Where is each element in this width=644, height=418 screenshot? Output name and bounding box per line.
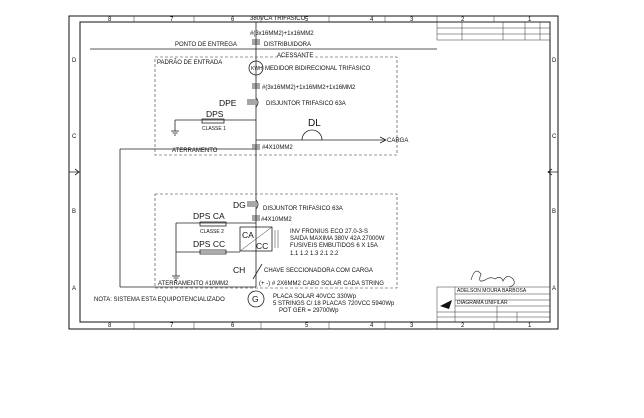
- outer-frame: [68, 15, 559, 330]
- col-top-2: 2: [461, 17, 465, 23]
- generation-box: [154, 193, 398, 289]
- dl-label: DL: [308, 118, 321, 129]
- row-left-C: C: [72, 134, 77, 140]
- delivery-point-label: PONTO DE ENTREGA: [175, 42, 237, 48]
- dpe-breaker-label: DISJUNTOR TRIFASICO 63A: [266, 101, 346, 107]
- gen-symbol: G: [252, 294, 259, 304]
- panels-line-3: POT GER = 29700Wp: [279, 308, 339, 314]
- col-bottom-2: 2: [461, 323, 465, 329]
- supply-label: 380VCA TRIFASICO: [250, 16, 306, 22]
- class-1-label: CLASSE 1: [202, 126, 226, 132]
- col-bottom-3: 3: [410, 323, 414, 329]
- grounding-10-label: ATERRAMENTO #10MM2: [158, 281, 229, 287]
- inverter-ca-label: CA: [242, 230, 254, 240]
- inverter-fuse-icon: [274, 230, 279, 248]
- dpe-breaker-icon: [247, 97, 259, 108]
- dps-cc-label: DPS CC: [193, 239, 225, 249]
- dps-cc-ground-icon: [172, 275, 180, 281]
- col-top-3: 3: [410, 17, 414, 23]
- supply-cable-mark-icon: [252, 39, 260, 45]
- solar-generator-icon: [247, 290, 265, 308]
- inverter-line-4: 1.1 1.2 1.3 2.1 2.2: [290, 251, 339, 257]
- dg-cable-mark-icon: [252, 215, 260, 221]
- distributor-label: DISTRIBUIDORA: [264, 42, 311, 48]
- meter-cable-mark-icon: [252, 83, 260, 89]
- title-block: [436, 286, 551, 323]
- entry-standard-label: PADRÃO DE ENTRADA: [157, 59, 222, 66]
- inverter-box: [239, 226, 273, 252]
- ch-switch-icon: [252, 263, 263, 280]
- row-right-B: B: [552, 209, 556, 215]
- row-left-B: B: [72, 209, 76, 215]
- dg-breaker-label: DISJUNTOR TRIFASICO 63A: [263, 206, 343, 212]
- col-top-8: 8: [108, 17, 112, 23]
- inverter-line-2: SAIDA MAXIMA 380V 42A 27000W: [290, 236, 385, 242]
- col-bottom-5: 5: [305, 323, 309, 329]
- row-left-D: D: [72, 58, 77, 64]
- note-label: NOTA: SISTEMA ESTA EQUIPOTENCIALIZADO: [94, 297, 225, 303]
- row-left-A: A: [72, 286, 76, 292]
- bottom-column-strip: [133, 322, 495, 329]
- col-bottom-4: 4: [370, 323, 374, 329]
- ground-cable-mark-icon: [252, 144, 260, 150]
- dg-label: DG: [233, 200, 246, 210]
- meter-kwh-icon: [248, 60, 264, 76]
- company-logo-icon: [440, 300, 452, 309]
- dpe-label: DPE: [219, 98, 237, 108]
- dl-device-icon: [301, 129, 323, 141]
- row-right-A: A: [552, 286, 556, 292]
- right-center-mark-icon: [547, 168, 558, 176]
- meter-cable-label: #(3x16MM2)+1x16MM2+1x16MM2: [262, 85, 356, 91]
- dg-breaker-icon: [247, 199, 259, 210]
- col-top-5: 5: [305, 17, 309, 23]
- col-top-1: 1: [528, 17, 532, 23]
- col-bottom-7: 7: [170, 323, 174, 329]
- col-top-7: 7: [170, 17, 174, 23]
- panels-line-2: 5 STRINGS C/ 18 PLACAS 720VCC 5940Wp: [273, 301, 395, 307]
- switch-label: CHAVE SECCIONADORA COM CARGA: [264, 268, 373, 274]
- meter-symbol: KWH: [251, 66, 263, 72]
- col-top-6: 6: [231, 17, 235, 23]
- supply-cable-label: #(3x16MM2)+1x16MM2: [250, 31, 314, 37]
- title-subtitle: DIAGRAMA UNIFILAR: [457, 300, 508, 306]
- inverter-cc-label: CC: [256, 241, 268, 251]
- revision-table: [436, 21, 551, 41]
- row-right-D: D: [552, 58, 557, 64]
- signature-icon: [470, 270, 515, 288]
- dps-label: DPS: [206, 109, 224, 119]
- dg-cable-label: #4X10MM2: [261, 217, 292, 223]
- class-2-label: CLASSE 2: [200, 229, 224, 235]
- ch-label: CH: [233, 265, 245, 275]
- col-bottom-6: 6: [231, 323, 235, 329]
- dps-ca-label: DPS CA: [193, 211, 225, 221]
- col-bottom-8: 8: [108, 323, 112, 329]
- meter-label: MEDIDOR BIDIRECIONAL TRIFASICO: [265, 66, 371, 72]
- row-right-C: C: [552, 134, 557, 140]
- inverter-line-3: FUSIVEIS EMBUTIDOS 6 X 15A: [290, 243, 378, 249]
- dps-cc-device-icon: [199, 249, 227, 255]
- load-label: CARGA: [387, 138, 408, 144]
- inverter-line-1: INV FRONIUS ECO 27.0-3-S: [290, 229, 368, 235]
- title-name: ADELSON MOURA BARBOSA: [457, 288, 527, 294]
- panels-line-1: PLACA SOLAR 40VCC 330Wp: [273, 294, 357, 300]
- dps-ca-device-icon: [199, 221, 227, 227]
- left-center-mark-icon: [69, 168, 80, 176]
- dps-ground-icon: [171, 120, 179, 136]
- ground-cable-label: #4X10MM2: [262, 145, 293, 151]
- grounding-label: ATERRAMENTO: [172, 148, 218, 154]
- load-arrow-icon: [379, 136, 387, 144]
- access-branch-label: ACESSANTE: [277, 53, 313, 59]
- col-top-4: 4: [370, 17, 374, 23]
- col-bottom-1: 1: [528, 323, 532, 329]
- string-cable-label: (+ -) # 2X6MM2 CABO SOLAR CADA STRING: [259, 281, 384, 287]
- entry-standard-box: [154, 56, 398, 156]
- dps-device-icon: [201, 118, 225, 124]
- inverter-diagonal: [239, 226, 273, 252]
- top-column-strip: [133, 16, 495, 22]
